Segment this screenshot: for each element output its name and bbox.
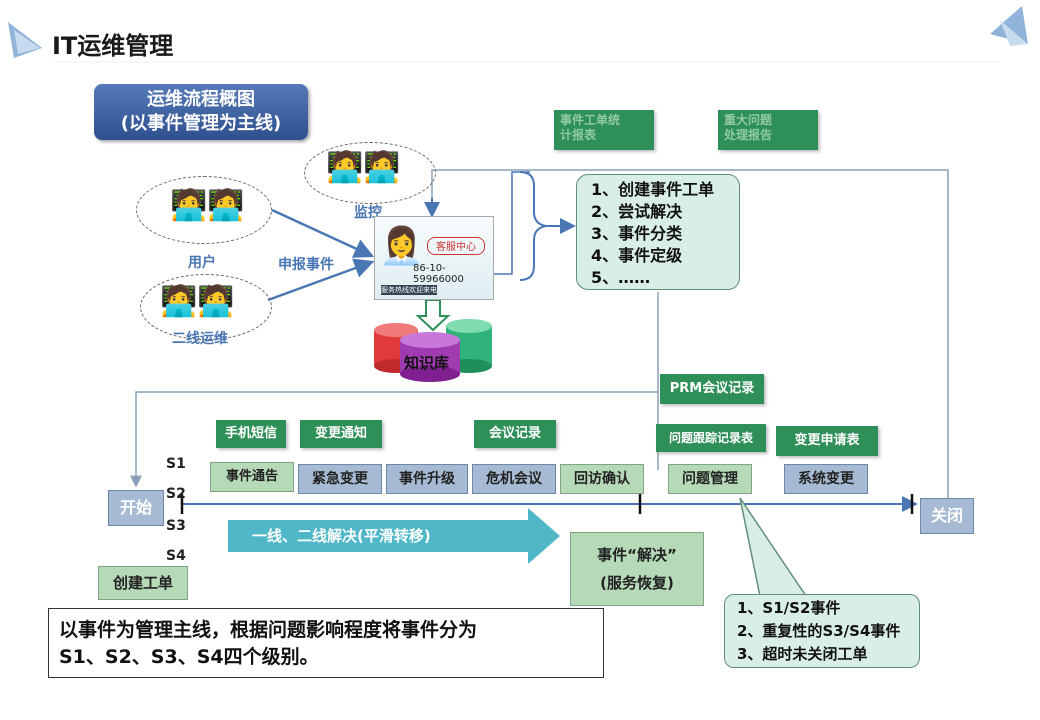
step-item: 2、尝试解决 [591, 202, 683, 221]
start-node: 开始 [108, 490, 164, 526]
user-label: 用户 [188, 255, 216, 271]
decor-triangle-right [990, 6, 1028, 44]
crisis-meeting-box: 危机会议 [472, 464, 556, 494]
meeting-record-flag: 会议记录 [474, 420, 556, 448]
incident-notice-box: 事件通告 [210, 462, 294, 492]
urgent-change-box: 紧急变更 [298, 464, 382, 494]
step-item: 4、事件定级 [591, 246, 683, 265]
change-request-flag: 变更申请表 [776, 426, 878, 456]
level-s2: S2 [166, 486, 186, 502]
user-icon: 🧑‍💻🧑‍💻 [170, 188, 245, 223]
escalation-box: 事件升级 [386, 464, 468, 494]
steps-box: 1、创建事件工单 2、尝试解决 3、事件分类 4、事件定级 5、…… [576, 174, 740, 290]
report-flag-2: 重大问题 处理报告 [718, 110, 818, 150]
second-line-label: 二线运维 [172, 331, 228, 347]
level-s1: S1 [166, 456, 186, 472]
prm-record-flag: PRM会议记录 [660, 374, 764, 404]
level-s3: S3 [166, 518, 186, 534]
big-arrow-shape [228, 508, 560, 564]
step-item: 5、…… [591, 268, 651, 287]
callout-item: 2、重复性的S3/S4事件 [737, 622, 901, 640]
diagram-subtitle: 运维流程概图 (以事件管理为主线) [94, 84, 308, 140]
step-item: 1、创建事件工单 [591, 180, 715, 199]
resolved-line2: (服务恢复) [600, 574, 674, 592]
subtitle-line1: 运维流程概图 [147, 89, 255, 110]
report-event-label: 申报事件 [278, 257, 334, 273]
database-icon [374, 319, 492, 382]
create-ticket-box: 创建工单 [98, 566, 188, 600]
operator-icon: 🧑‍💻🧑‍💻 [160, 284, 235, 319]
subtitle-line2: (以事件管理为主线) [120, 113, 282, 134]
resolved-line1: 事件“解决” [597, 546, 677, 564]
summary-note: 以事件为管理主线，根据问题影响程度将事件分为 S1、S2、S3、S4四个级别。 [48, 608, 604, 678]
problem-callout: 1、S1/S2事件 2、重复性的S3/S4事件 3、超时未关闭工单 [724, 594, 920, 668]
system-change-box: 系统变更 [784, 464, 868, 494]
big-arrow-label: 一线、二线解决(平滑转移) [252, 527, 431, 545]
service-desk-caption: 服务热线欢迎来电 [381, 285, 437, 295]
level-s4: S4 [166, 548, 186, 564]
resolved-box: 事件“解决” (服务恢复) [570, 532, 704, 606]
report-flag-1: 事件工单统 计报表 [554, 110, 654, 150]
service-desk-phone: 86-10-59966000 [413, 263, 464, 285]
down-arrow-icon [415, 299, 451, 332]
agent-icon: 👩‍💼 [379, 226, 424, 267]
operator-icon: 🧑‍💻🧑‍💻 [326, 150, 401, 185]
change-notice-flag: 变更通知 [300, 420, 382, 448]
callout-item: 1、S1/S2事件 [737, 599, 841, 617]
monitor-group [304, 142, 436, 204]
followup-box: 回访确认 [560, 464, 644, 494]
second-line-group [140, 274, 272, 340]
callout-item: 3、超时未关闭工单 [737, 645, 868, 663]
step-item: 3、事件分类 [591, 224, 683, 243]
note-line2: S1、S2、S3、S4四个级别。 [59, 646, 319, 668]
knowledge-base-label: 知识库 [404, 354, 450, 372]
service-desk-image: 👩‍💼 客服中心 86-10-59966000 服务热线欢迎来电 [374, 216, 494, 300]
user-group [136, 176, 272, 244]
service-desk-name: 客服中心 [427, 237, 485, 255]
problem-track-flag: 问题跟踪记录表 [656, 424, 766, 452]
problem-mgmt-box: 问题管理 [668, 464, 752, 494]
note-line1: 以事件为管理主线，根据问题影响程度将事件分为 [59, 619, 478, 641]
sms-flag: 手机短信 [216, 420, 286, 448]
close-node: 关闭 [920, 498, 974, 534]
page-title: IT运维管理 [52, 32, 174, 60]
